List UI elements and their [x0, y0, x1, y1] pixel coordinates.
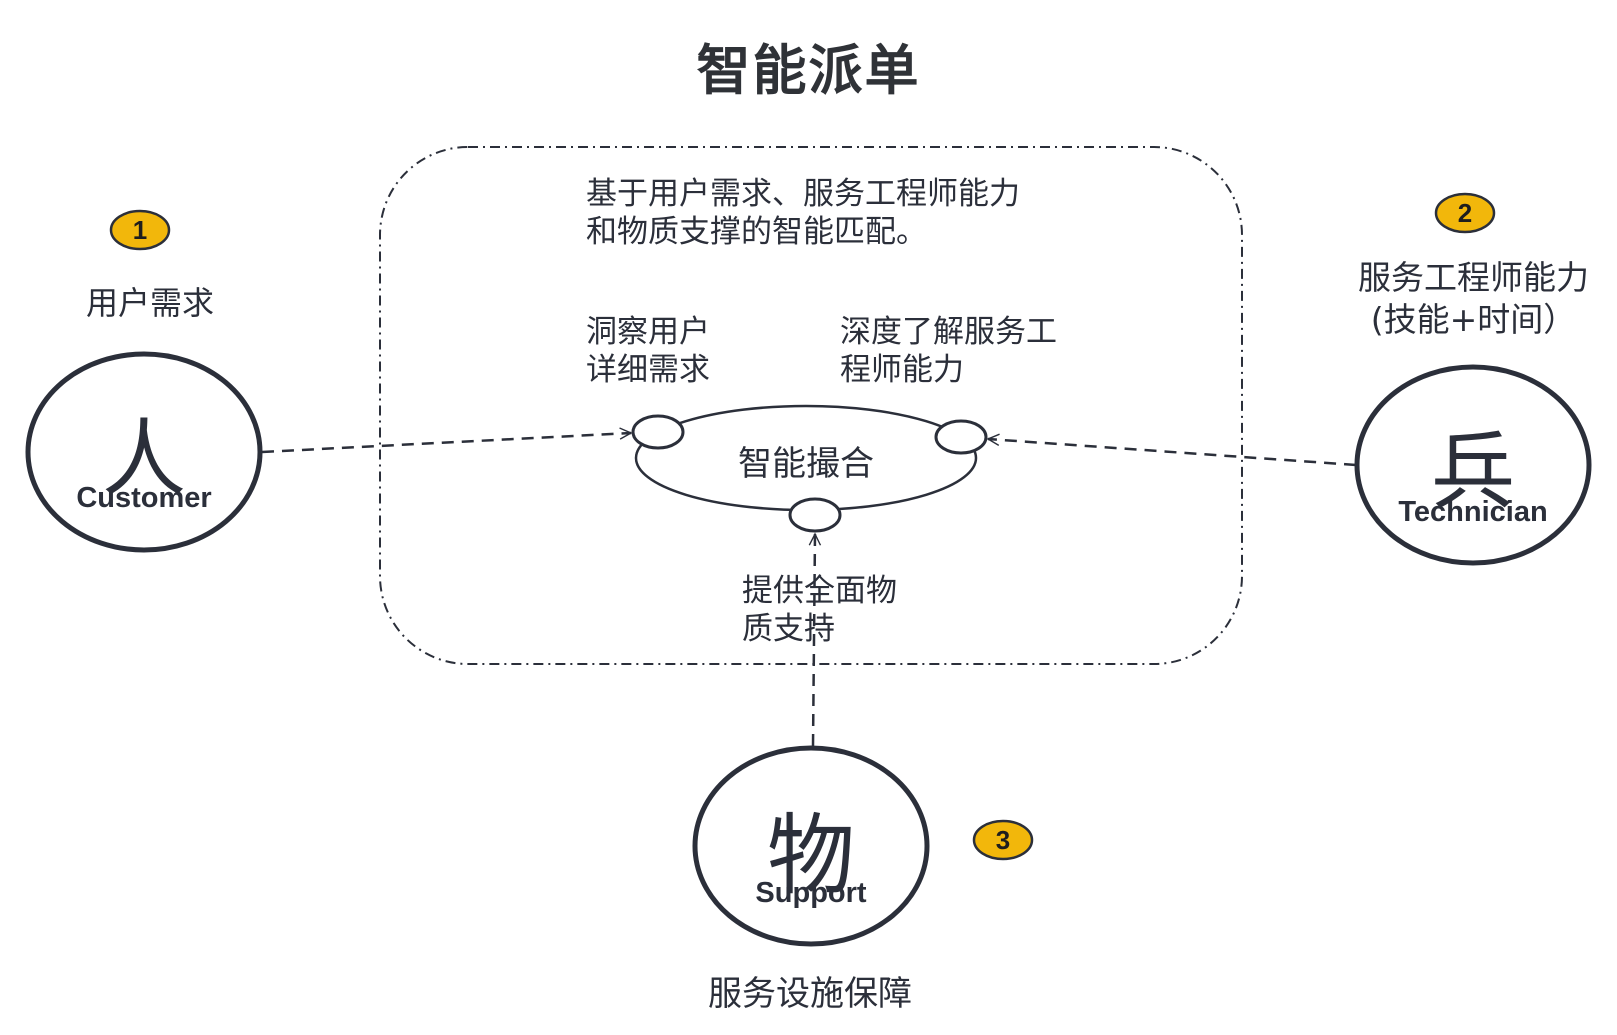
system-boundary	[379, 146, 1243, 665]
badge-1-number: 1	[132, 215, 148, 245]
note-technician-capability: 深度了解服务工 程师能力	[840, 314, 1057, 388]
note-material-support: 提供全面物 质支持	[742, 573, 897, 647]
badge-1-shape	[109, 209, 171, 251]
badge-2-number: 2	[1457, 198, 1473, 228]
arrow-support	[813, 534, 815, 747]
actor-technician-circle	[1354, 364, 1592, 566]
matching-description: 基于用户需求、服务工程师能力 和物质支撑的智能匹配。	[586, 176, 1020, 250]
technician-caption: 服务工程师能力 (技能+时间）	[1358, 258, 1589, 339]
match-label: 智能撮合	[738, 444, 874, 484]
support-glyph: 物	[766, 804, 855, 907]
arrow-customer	[261, 433, 631, 454]
technician-label: Technician	[1398, 496, 1548, 528]
support-caption: 服务设施保障	[708, 974, 912, 1014]
note-customer-insight: 洞察用户 详细需求	[586, 314, 710, 388]
actor-customer-circle	[25, 351, 263, 553]
badge-3-number: 3	[995, 825, 1011, 855]
arrow-technician	[988, 439, 1357, 467]
port-left	[631, 414, 685, 450]
technician-glyph: 兵	[1430, 423, 1515, 521]
port-bottom	[788, 497, 842, 533]
badge-2-shape	[1434, 192, 1496, 234]
customer-caption: 用户需求	[85, 284, 214, 322]
port-right	[934, 419, 988, 455]
customer-label: Customer	[76, 482, 212, 514]
support-label: Support	[755, 877, 867, 909]
page-title: 智能派单	[696, 39, 921, 102]
actor-support-circle	[692, 745, 930, 947]
badge-3-shape	[972, 819, 1034, 861]
customer-glyph: 人	[101, 410, 186, 508]
